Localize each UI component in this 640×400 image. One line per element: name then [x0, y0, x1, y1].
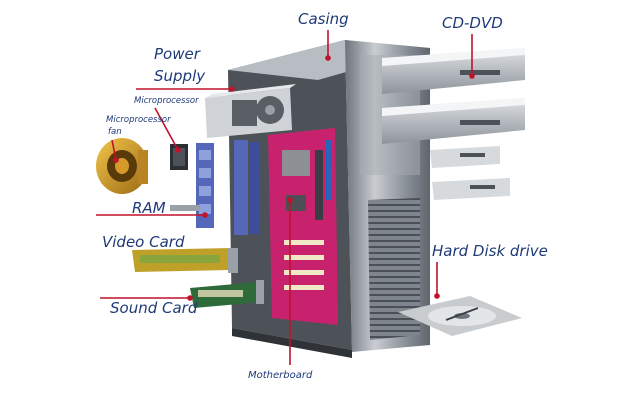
pci-slot-3 — [284, 270, 324, 275]
cd-dvd-tray-1 — [460, 70, 500, 75]
pci-slot-4 — [284, 285, 324, 290]
video-card-bracket — [228, 248, 238, 273]
leader-microprocessor-fan — [111, 139, 117, 161]
ram-chip — [199, 204, 211, 214]
pci-slot-1 — [284, 240, 324, 245]
motherboard-connector — [315, 150, 323, 220]
hard-disk-arm — [445, 307, 479, 321]
ram-chip — [199, 168, 211, 178]
leader-microprocessor — [154, 107, 179, 151]
motherboard-ports — [326, 140, 332, 200]
pci-slot-2 — [284, 255, 324, 260]
power-supply-fan-hub — [265, 105, 275, 115]
label-sound-card: Sound Card — [110, 299, 198, 317]
cd-dvd-drive-2-top — [382, 98, 525, 116]
cpu-fan-hub — [115, 158, 129, 174]
power-supply-vent — [232, 100, 257, 126]
cpu-fan-bracket — [138, 150, 148, 184]
microprocessor-die — [173, 148, 185, 166]
ram-chip — [199, 150, 211, 160]
label-casing: Casing — [298, 10, 349, 28]
sound-card-chips — [198, 290, 243, 297]
ram-chip — [199, 186, 211, 196]
label-power-supply-line2: Supply — [154, 67, 206, 85]
sound-card-bracket — [256, 280, 264, 304]
leader-lines — [96, 30, 473, 365]
label-ram: RAM — [132, 199, 166, 217]
floppy-slot-1 — [460, 153, 485, 157]
ram-module-inner-1 — [234, 140, 248, 235]
ram-module-inner-2 — [250, 142, 260, 234]
label-microprocessor: Microprocessor — [134, 96, 199, 106]
label-microprocessor-fan-line2: fan — [108, 127, 122, 137]
label-cd-dvd: CD-DVD — [442, 14, 503, 32]
cd-dvd-tray-2 — [460, 120, 500, 125]
case-bottom — [232, 328, 352, 358]
case-front-vents — [368, 198, 420, 340]
ram-stick-edge — [170, 205, 200, 211]
label-microprocessor-fan-line1: Microprocessor — [106, 115, 171, 125]
video-card-chips — [140, 255, 220, 263]
cd-dvd-drive-1-top — [382, 48, 525, 66]
floppy-slot-2 — [470, 185, 495, 189]
label-power-supply-line1: Power — [154, 45, 200, 63]
label-hard-disk-drive: Hard Disk drive — [432, 242, 548, 260]
label-motherboard: Motherboard — [248, 370, 313, 381]
motherboard-chip — [282, 150, 310, 176]
label-video-card: Video Card — [102, 233, 185, 251]
leader-dots — [113, 55, 475, 301]
power-supply-top — [205, 84, 296, 98]
